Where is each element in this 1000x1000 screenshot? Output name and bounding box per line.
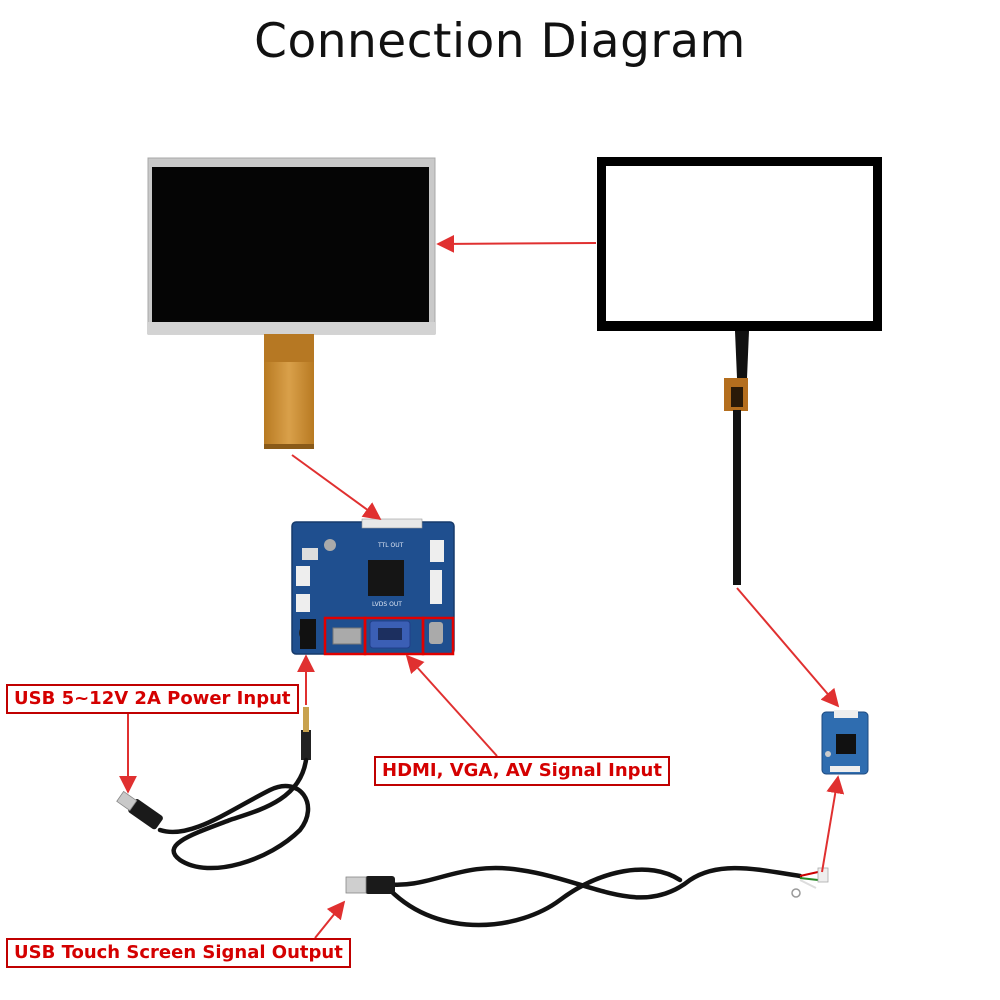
touch-output-label: USB Touch Screen Signal Output — [6, 938, 351, 968]
touch-usb-cable — [345, 865, 829, 928]
arrow-touch-label-to-usb — [314, 900, 346, 939]
touch-controller-board — [821, 710, 869, 775]
diagram-title: Connection Diagram — [254, 14, 746, 69]
driver-board: TTL OUT LVDS OUT — [291, 518, 455, 655]
lcd-fpc-cable — [264, 334, 314, 449]
power-input-label: USB 5~12V 2A Power Input — [6, 684, 299, 714]
signal-input-label: HDMI, VGA, AV Signal Input — [374, 756, 670, 786]
arrow-touch-to-lcd — [436, 234, 597, 253]
power-usb-cable — [116, 707, 311, 871]
arrow-cable-to-controller — [821, 775, 845, 873]
touch-panel — [597, 157, 882, 378]
arrow-touch-fpc-to-controller — [736, 587, 840, 708]
arrow-fpc-to-board — [291, 454, 382, 521]
board-lvds-label: LVDS OUT — [372, 601, 402, 608]
connector-highlight-boxes — [323, 616, 455, 656]
touch-fpc-cable — [724, 378, 748, 585]
board-ttl-label: TTL OUT — [377, 542, 404, 549]
arrow-signal-to-connectors — [405, 654, 498, 757]
lcd-panel — [147, 157, 436, 335]
